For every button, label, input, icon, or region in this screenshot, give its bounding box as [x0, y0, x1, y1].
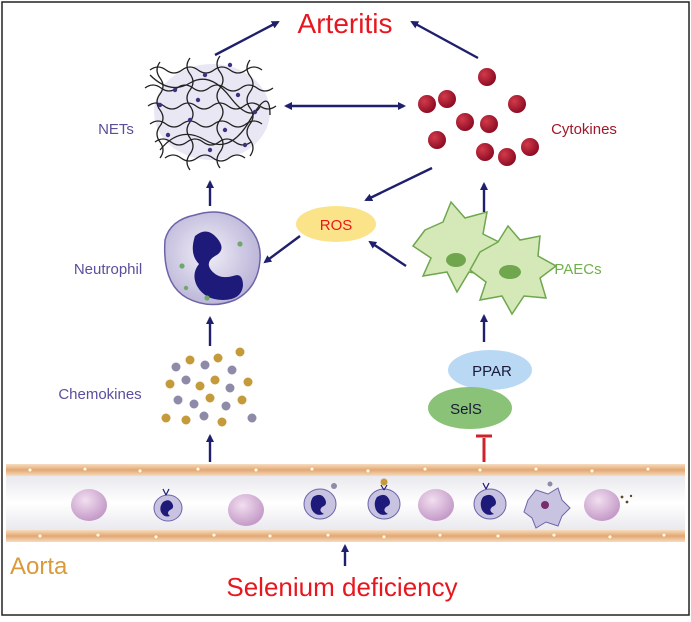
aorta-vessel [6, 464, 685, 542]
sels-label: SelS [450, 401, 482, 418]
arrow-ros-to-neutrophil [263, 235, 301, 264]
arteritis-label: Arteritis [298, 8, 393, 39]
ppar-label: PPAR [472, 363, 512, 380]
ros-label: ROS [320, 217, 353, 234]
neutrophil-label: Neutrophil [74, 261, 142, 278]
chemokines-label: Chemokines [58, 386, 141, 403]
arrow-paecs-to-ros [368, 240, 407, 267]
aorta-label: Aorta [10, 553, 68, 580]
ppar-ellipse [448, 350, 532, 390]
nets-illustration [144, 55, 277, 171]
cytokines-label: Cytokines [551, 121, 617, 138]
arrow-cytokines-to-ros [364, 166, 433, 202]
selenium-deficiency-label: Selenium deficiency [226, 572, 457, 602]
nets-label: NETs [98, 121, 134, 138]
paecs-cells [411, 200, 558, 316]
chemokines-dots [161, 347, 257, 427]
ros-ellipse [296, 206, 376, 242]
arrow-cytokines-to-arteritis [410, 20, 479, 60]
cytokines-illustration [418, 68, 539, 166]
neutrophil-cell [163, 211, 261, 306]
sels-ellipse [428, 387, 512, 429]
paecs-label: PAECs [554, 261, 601, 278]
arrow-nets-to-arteritis [214, 20, 280, 57]
